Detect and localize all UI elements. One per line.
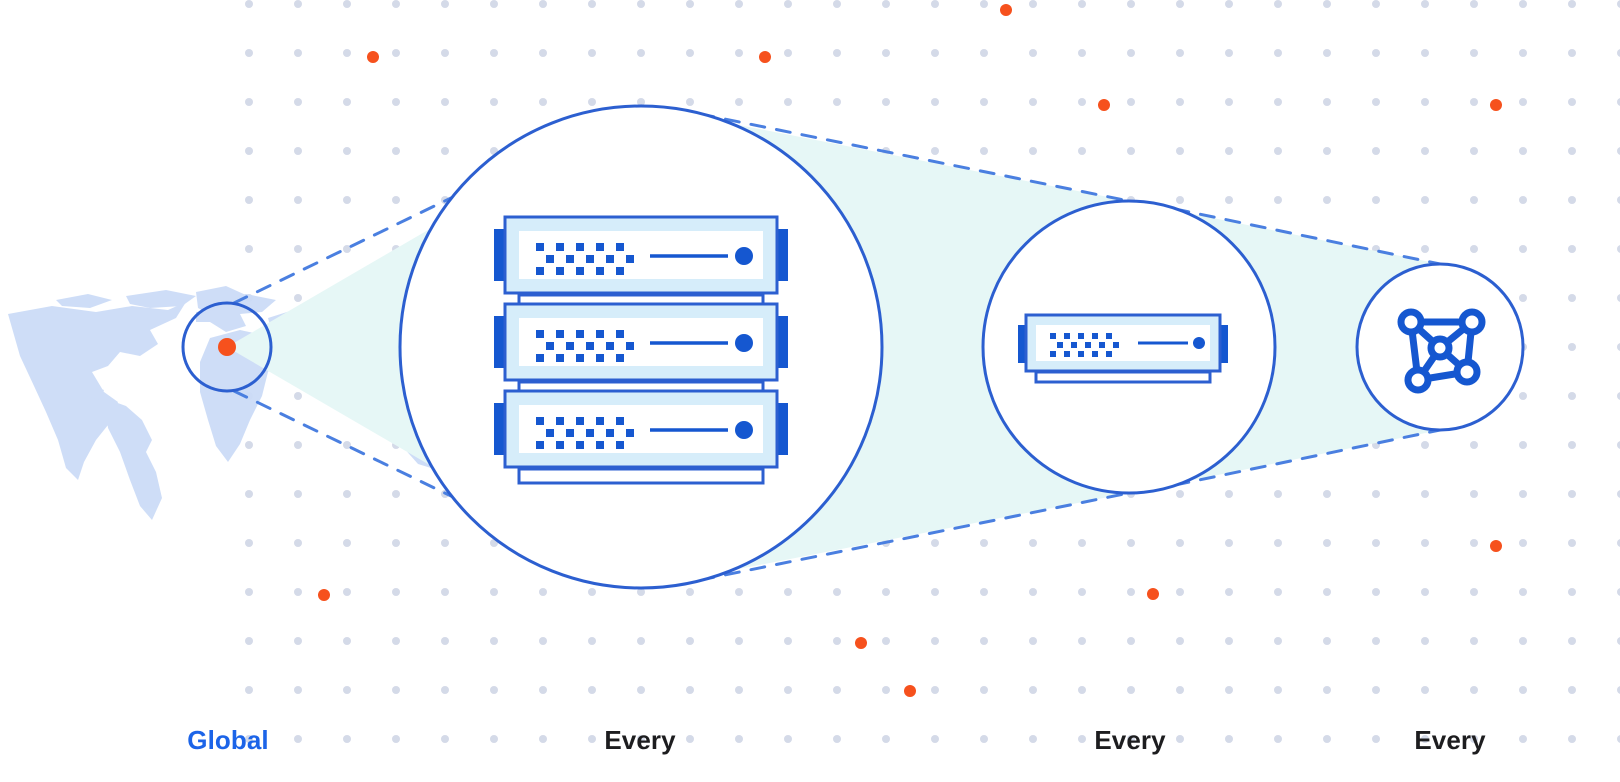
map-location-marker: [218, 338, 236, 356]
graph-node: [1453, 358, 1481, 386]
accent-dot: [855, 637, 867, 649]
label-line-1: Every: [1414, 725, 1486, 756]
server-led: [735, 247, 753, 265]
graph-node: [1404, 366, 1432, 394]
server-led: [735, 421, 753, 439]
cone-line-top-3: [1173, 207, 1442, 266]
stage-label-every-service: Every service: [1350, 664, 1550, 782]
accent-dot: [904, 685, 916, 697]
stage-label-global-network: Global network: [128, 664, 328, 782]
accent-dot: [1147, 588, 1159, 600]
accent-dot: [1490, 540, 1502, 552]
server-base: [1034, 370, 1212, 384]
accent-dot: [1490, 99, 1502, 111]
accent-dot: [1000, 4, 1012, 16]
rack-base: [517, 467, 765, 485]
server-rack-icon: [494, 215, 788, 485]
global-network-circle: [181, 301, 273, 393]
graph-node: [1397, 308, 1425, 336]
label-line-1: Global: [187, 725, 269, 756]
label-line-1: Every: [604, 725, 676, 756]
accent-dot: [1098, 99, 1110, 111]
graph-node: [1458, 308, 1486, 336]
cone-line-bottom-2: [698, 491, 1131, 582]
server-led: [1193, 337, 1205, 349]
cone-line-bottom-3: [1173, 428, 1442, 487]
vent-dots: [536, 243, 634, 275]
accent-dot: [318, 589, 330, 601]
server-unit: [494, 389, 788, 469]
vent-dots: [536, 417, 634, 449]
server-unit: [494, 302, 788, 382]
vent-dots: [1050, 333, 1119, 357]
cone-line-top-2: [698, 112, 1131, 203]
server-led: [735, 334, 753, 352]
single-server-icon: [1018, 313, 1228, 384]
label-line-1: Every: [1094, 725, 1166, 756]
accent-dot: [759, 51, 771, 63]
accent-dot: [367, 51, 379, 63]
graph-node-center: [1427, 335, 1453, 361]
server-unit: [494, 215, 788, 295]
accent-dot-group: [318, 4, 1502, 697]
network-graph-icon: [1397, 308, 1486, 394]
vent-dots: [536, 330, 634, 362]
stage-label-every-data-center: Every data center: [540, 664, 740, 782]
stage-label-every-server: Every server: [1030, 664, 1230, 782]
